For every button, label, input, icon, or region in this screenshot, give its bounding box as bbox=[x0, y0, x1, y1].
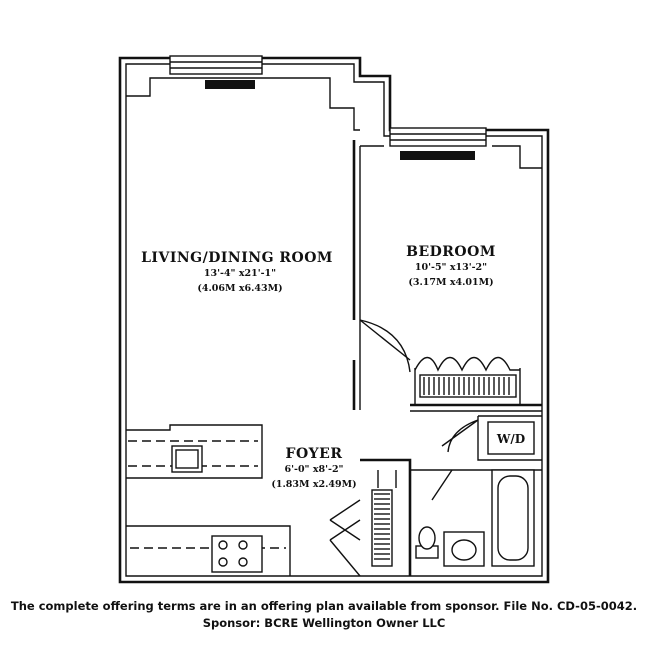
washer-dryer-closet bbox=[441, 415, 542, 461]
living-room-name: LIVING/DINING ROOM bbox=[141, 250, 333, 266]
foyer-closet bbox=[329, 458, 412, 577]
disclaimer-line-1: The complete offering terms are in an of… bbox=[10, 599, 638, 613]
closet-rod bbox=[423, 377, 510, 395]
living-room-dim-metric: (4.06M x6.43M) bbox=[197, 283, 282, 294]
kitchen bbox=[126, 424, 291, 576]
living-window bbox=[169, 55, 263, 89]
foyer-name: FOYER bbox=[286, 446, 343, 462]
sponsor-line: Sponsor: BCRE Wellington Owner LLC bbox=[202, 616, 446, 630]
bedroom-dim-metric: (3.17M x4.01M) bbox=[408, 277, 493, 288]
bedroom-window bbox=[389, 127, 487, 160]
bathroom bbox=[409, 469, 542, 567]
foyer-dim-imperial: 6'-0" x8'-2" bbox=[284, 464, 343, 475]
washer-dryer-label: W/D bbox=[496, 432, 525, 446]
foyer-dim-metric: (1.83M x2.49M) bbox=[271, 479, 356, 490]
living-room-outline bbox=[126, 77, 360, 131]
bedroom-outline bbox=[360, 145, 542, 169]
bedroom-name: BEDROOM bbox=[406, 244, 496, 260]
living-room-dim-imperial: 13'-4" x21'-1" bbox=[204, 268, 276, 279]
bedroom-dim-imperial: 10'-5" x13'-2" bbox=[415, 262, 487, 273]
offering-disclaimer: The complete offering terms are in an of… bbox=[0, 598, 648, 632]
floor-plan: LIVING/DINING ROOM 13'-4" x21'-1" (4.06M… bbox=[118, 55, 550, 584]
partition-walls bbox=[352, 140, 542, 412]
